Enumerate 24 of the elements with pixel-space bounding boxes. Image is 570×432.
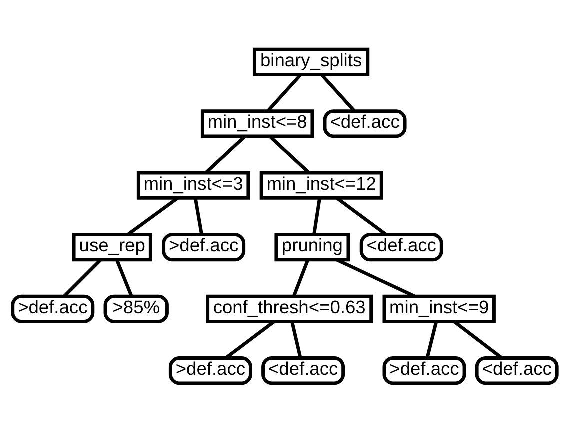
node-box: >85% — [104, 294, 169, 323]
node-box: >def.acc — [11, 294, 95, 323]
node-box: >def.acc — [162, 232, 246, 262]
node-box: >def.acc — [382, 356, 466, 385]
node-box: binary_splits — [252, 47, 370, 76]
node-box: >def.acc — [168, 356, 252, 385]
node-box: <def.acc — [262, 356, 346, 385]
node-box: <def.acc — [323, 109, 407, 138]
node-box: min_inst<=3 — [136, 170, 250, 200]
node-box: <def.acc — [360, 232, 444, 262]
connector — [115, 258, 134, 296]
node-box: conf_thresh<=0.63 — [206, 294, 374, 323]
node-box: min_inst<=8 — [200, 109, 314, 138]
node-box: min_inst<=12 — [260, 170, 384, 200]
connector — [194, 197, 204, 234]
connector — [336, 258, 416, 298]
node-box: use_rep — [72, 232, 152, 262]
connector — [426, 320, 438, 358]
connector — [292, 258, 310, 296]
connector — [312, 197, 322, 234]
node-box: <def.acc — [475, 356, 559, 385]
node-box: min_inst<=9 — [382, 294, 496, 323]
node-box: pruning — [274, 232, 350, 262]
connector — [290, 320, 302, 358]
